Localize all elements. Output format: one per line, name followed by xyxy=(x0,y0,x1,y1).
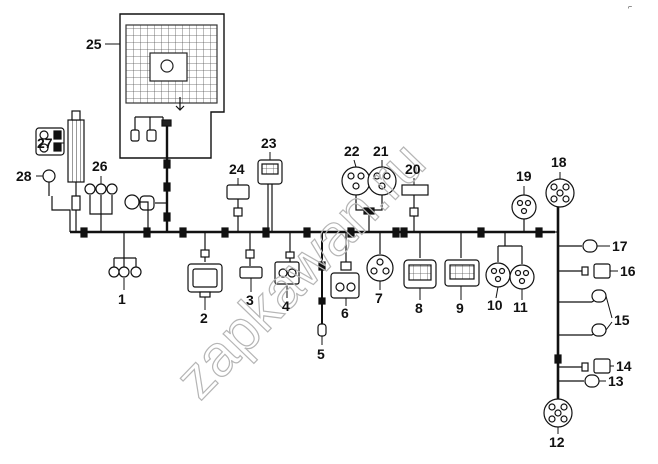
control-unit-trunk xyxy=(139,126,171,232)
callout-26: 26 xyxy=(92,158,108,174)
callout-19: 19 xyxy=(516,168,532,184)
connector-20 xyxy=(401,184,429,232)
connector-9 xyxy=(444,232,480,287)
connector-18 xyxy=(545,178,575,208)
callout-15: 15 xyxy=(614,312,630,328)
callout-20: 20 xyxy=(405,161,421,177)
connector-15 xyxy=(591,289,607,337)
horn-component xyxy=(42,169,56,196)
callout-28: 28 xyxy=(16,168,32,184)
callout-17: 17 xyxy=(612,238,628,254)
callout-10: 10 xyxy=(487,297,503,313)
callout-7: 7 xyxy=(375,290,383,306)
callout-5: 5 xyxy=(317,346,325,362)
connector-2 xyxy=(187,232,223,298)
callout-12: 12 xyxy=(549,434,565,450)
connector-19 xyxy=(511,194,537,232)
connector-24 xyxy=(226,184,250,232)
callout-14: 14 xyxy=(616,358,632,374)
bulb-group xyxy=(84,183,149,232)
callout-24: 24 xyxy=(229,161,245,177)
control-unit-box xyxy=(119,13,225,159)
connector-21-22 xyxy=(341,166,397,232)
callout-8: 8 xyxy=(415,300,423,316)
connector-14 xyxy=(581,358,611,374)
lamp-cluster xyxy=(108,232,142,278)
callout-3: 3 xyxy=(246,292,254,308)
callout-23: 23 xyxy=(261,135,277,151)
callout-18: 18 xyxy=(551,154,567,170)
connector-7 xyxy=(366,232,394,282)
main-harness xyxy=(51,196,555,238)
callout-1: 1 xyxy=(118,291,126,307)
callout-11: 11 xyxy=(513,299,528,315)
callout-9: 9 xyxy=(456,300,464,316)
callout-27: 27 xyxy=(37,135,53,151)
connector-12 xyxy=(543,398,573,428)
callout-21: 21 xyxy=(373,143,389,159)
connector-6 xyxy=(330,232,360,299)
relay-block xyxy=(35,110,85,232)
callout-4: 4 xyxy=(282,298,290,314)
connector-8 xyxy=(403,232,437,289)
callout-16: 16 xyxy=(620,263,636,279)
callout-13: 13 xyxy=(608,373,624,389)
sensor-5 xyxy=(317,232,327,337)
callout-22: 22 xyxy=(344,143,360,159)
callout-6: 6 xyxy=(341,305,349,321)
corner-mark: ⌐ xyxy=(628,4,632,11)
connector-13 xyxy=(584,374,600,388)
connector-10-11 xyxy=(485,232,535,290)
connector-16 xyxy=(581,263,611,279)
right-harness xyxy=(554,205,592,400)
connector-23 xyxy=(257,159,283,232)
connector-17 xyxy=(582,239,598,253)
callout-2: 2 xyxy=(200,310,208,326)
callout-25: 25 xyxy=(86,36,102,52)
callout-leaders xyxy=(36,43,618,434)
